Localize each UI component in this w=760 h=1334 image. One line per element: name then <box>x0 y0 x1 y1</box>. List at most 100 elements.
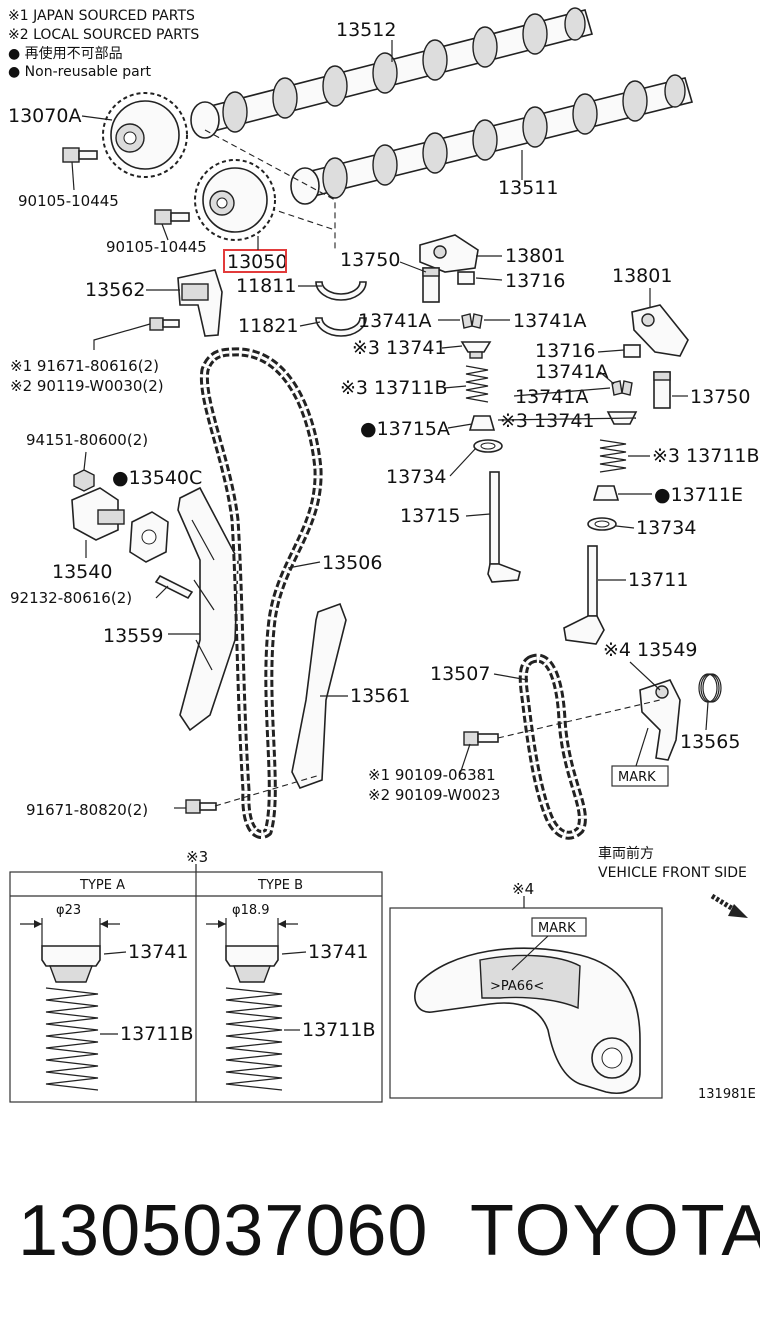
tensioner-13540 <box>71 487 125 541</box>
rocker-arm-13801-b <box>631 304 689 357</box>
label-13711b-a: ※3 13711B <box>340 377 448 399</box>
washer-13734-b <box>587 517 617 531</box>
seal-13711e <box>592 485 620 501</box>
label-13741-a: ※3 13741 <box>352 337 447 359</box>
detail-4: ※4 MARK >PA66< <box>389 880 663 1099</box>
detail-3: ※3 TYPE A TYPE B φ23 13741 13711B φ18.9 … <box>9 848 383 1103</box>
label-13070a: 13070A <box>8 105 81 127</box>
camshaft-13511 <box>290 74 694 205</box>
label-13562: 13562 <box>85 279 145 301</box>
seal-13715a <box>468 415 496 431</box>
label-13559: 13559 <box>103 625 163 647</box>
lash-adjuster-13750-a <box>422 267 440 303</box>
part-number: 1305037060 <box>18 1191 429 1271</box>
spring-13711b-b <box>599 439 627 473</box>
label-13511: 13511 <box>498 177 558 199</box>
spring-13565 <box>698 673 722 703</box>
label-13741a-b: 13741A <box>513 310 586 332</box>
retainer-13741-a <box>460 341 492 359</box>
label-90105-b: 90105-10445 <box>106 238 207 256</box>
label-13716-a: 13716 <box>505 270 565 292</box>
label-13507: 13507 <box>430 663 490 685</box>
spring-13711b-a <box>465 365 489 403</box>
label-13741a-c: 13741A <box>535 361 608 383</box>
label-13711b-b: ※3 13711B <box>652 445 760 467</box>
brand-name: TOYOTA <box>470 1191 760 1271</box>
label-13741a-d: 13741A <box>515 386 588 408</box>
bolt-91671-upper <box>149 317 180 331</box>
label-13750-a: 13750 <box>340 249 400 271</box>
label-13711: 13711 <box>628 569 688 591</box>
note-japan-sourced: ※1 JAPAN SOURCED PARTS <box>8 8 195 24</box>
chain-guide-13562 <box>177 269 223 337</box>
label-13741-b: ※3 13741 <box>500 410 595 432</box>
label-13715a: ●13715A <box>360 418 450 440</box>
detail3-retainer-b: 13741 <box>308 941 368 963</box>
label-13540c: ●13540C <box>112 467 202 489</box>
label-11811: 11811 <box>236 275 296 297</box>
detail3-retainer-a: 13741 <box>128 941 188 963</box>
label-13801-a: 13801 <box>505 245 565 267</box>
valve-13715 <box>487 471 521 583</box>
rocker-arm-13801-a <box>419 234 479 273</box>
label-13734-a: 13734 <box>386 466 446 488</box>
valve-13711 <box>563 545 605 645</box>
leader-lines <box>71 40 709 809</box>
bolt-90105-lower <box>154 209 190 225</box>
label-vehicle-front-en: VEHICLE FRONT SIDE <box>598 865 747 881</box>
label-91671-80616: ※1 91671-80616(2) <box>10 357 159 375</box>
label-90109-06381: ※1 90109-06381 <box>368 766 496 784</box>
stud-92132 <box>154 574 194 600</box>
chain-guide-13561 <box>291 602 347 789</box>
nut-94151 <box>73 469 95 492</box>
washer-13734-a <box>473 439 503 453</box>
label-13711e: ●13711E <box>654 484 743 506</box>
label-13506: 13506 <box>322 552 382 574</box>
label-91671-80820: 91671-80820(2) <box>26 801 148 819</box>
label-vehicle-front-jp: 車両前方 <box>598 845 654 862</box>
pad-13716-b <box>623 344 641 358</box>
detail4-frame <box>389 907 663 1099</box>
key-13741a-pair <box>461 313 483 329</box>
detail3-spring-a: 13711B <box>120 1023 193 1045</box>
detail3-spring-b: 13711B <box>302 1019 375 1041</box>
figure-id: 131981E <box>698 1087 756 1102</box>
label-90119: ※2 90119-W0030(2) <box>10 377 164 395</box>
detail4-ref: ※4 <box>512 880 534 898</box>
label-13050: 13050 <box>227 251 287 273</box>
label-13801-b: 13801 <box>612 265 672 287</box>
label-13565: 13565 <box>680 731 740 753</box>
label-90109-w0023: ※2 90109-W0023 <box>368 786 500 804</box>
vehicle-front-arrow-icon <box>710 893 748 918</box>
detail4-mark-box <box>531 917 587 937</box>
detail4-stamp: >PA66< <box>490 979 544 994</box>
detail3-dia-b: φ18.9 <box>232 903 270 918</box>
gasket-13540c <box>129 511 169 563</box>
label-13734-b: 13734 <box>636 517 696 539</box>
highlight-13050 <box>223 249 287 273</box>
label-mark-a: MARK <box>618 770 656 785</box>
note-local-sourced: ※2 LOCAL SOURCED PARTS <box>8 27 199 43</box>
bearing-11821 <box>315 317 367 337</box>
bearing-11811 <box>315 281 367 301</box>
cam-sprocket-13070a <box>102 92 188 178</box>
bolt-90109 <box>463 731 499 746</box>
note-nonreusable-jp: ● 再使用不可部品 <box>8 45 123 62</box>
detail3-dia-a: φ23 <box>56 903 81 918</box>
detail4-mark: MARK <box>538 921 576 936</box>
bolt-90105-upper <box>62 147 98 163</box>
detail3-ref: ※3 <box>186 848 208 866</box>
cam-sprocket-13050 <box>194 159 276 241</box>
camshaft-13512 <box>190 7 593 139</box>
tensioner-arm-13549 <box>639 679 681 761</box>
mark-box-a <box>611 765 669 787</box>
lash-adjuster-13750-b <box>653 371 671 409</box>
detail3-type-a: TYPE A <box>79 878 125 893</box>
label-11821: 11821 <box>238 315 298 337</box>
key-13741a-pair-b <box>611 380 633 396</box>
parts-diagram: ※1 JAPAN SOURCED PARTS ※2 LOCAL SOURCED … <box>8 7 760 1103</box>
label-94151: 94151-80600(2) <box>26 431 148 449</box>
chain-slipper-13559 <box>177 486 239 732</box>
label-13512: 13512 <box>336 19 396 41</box>
label-13741a-a: 13741A <box>358 310 431 332</box>
